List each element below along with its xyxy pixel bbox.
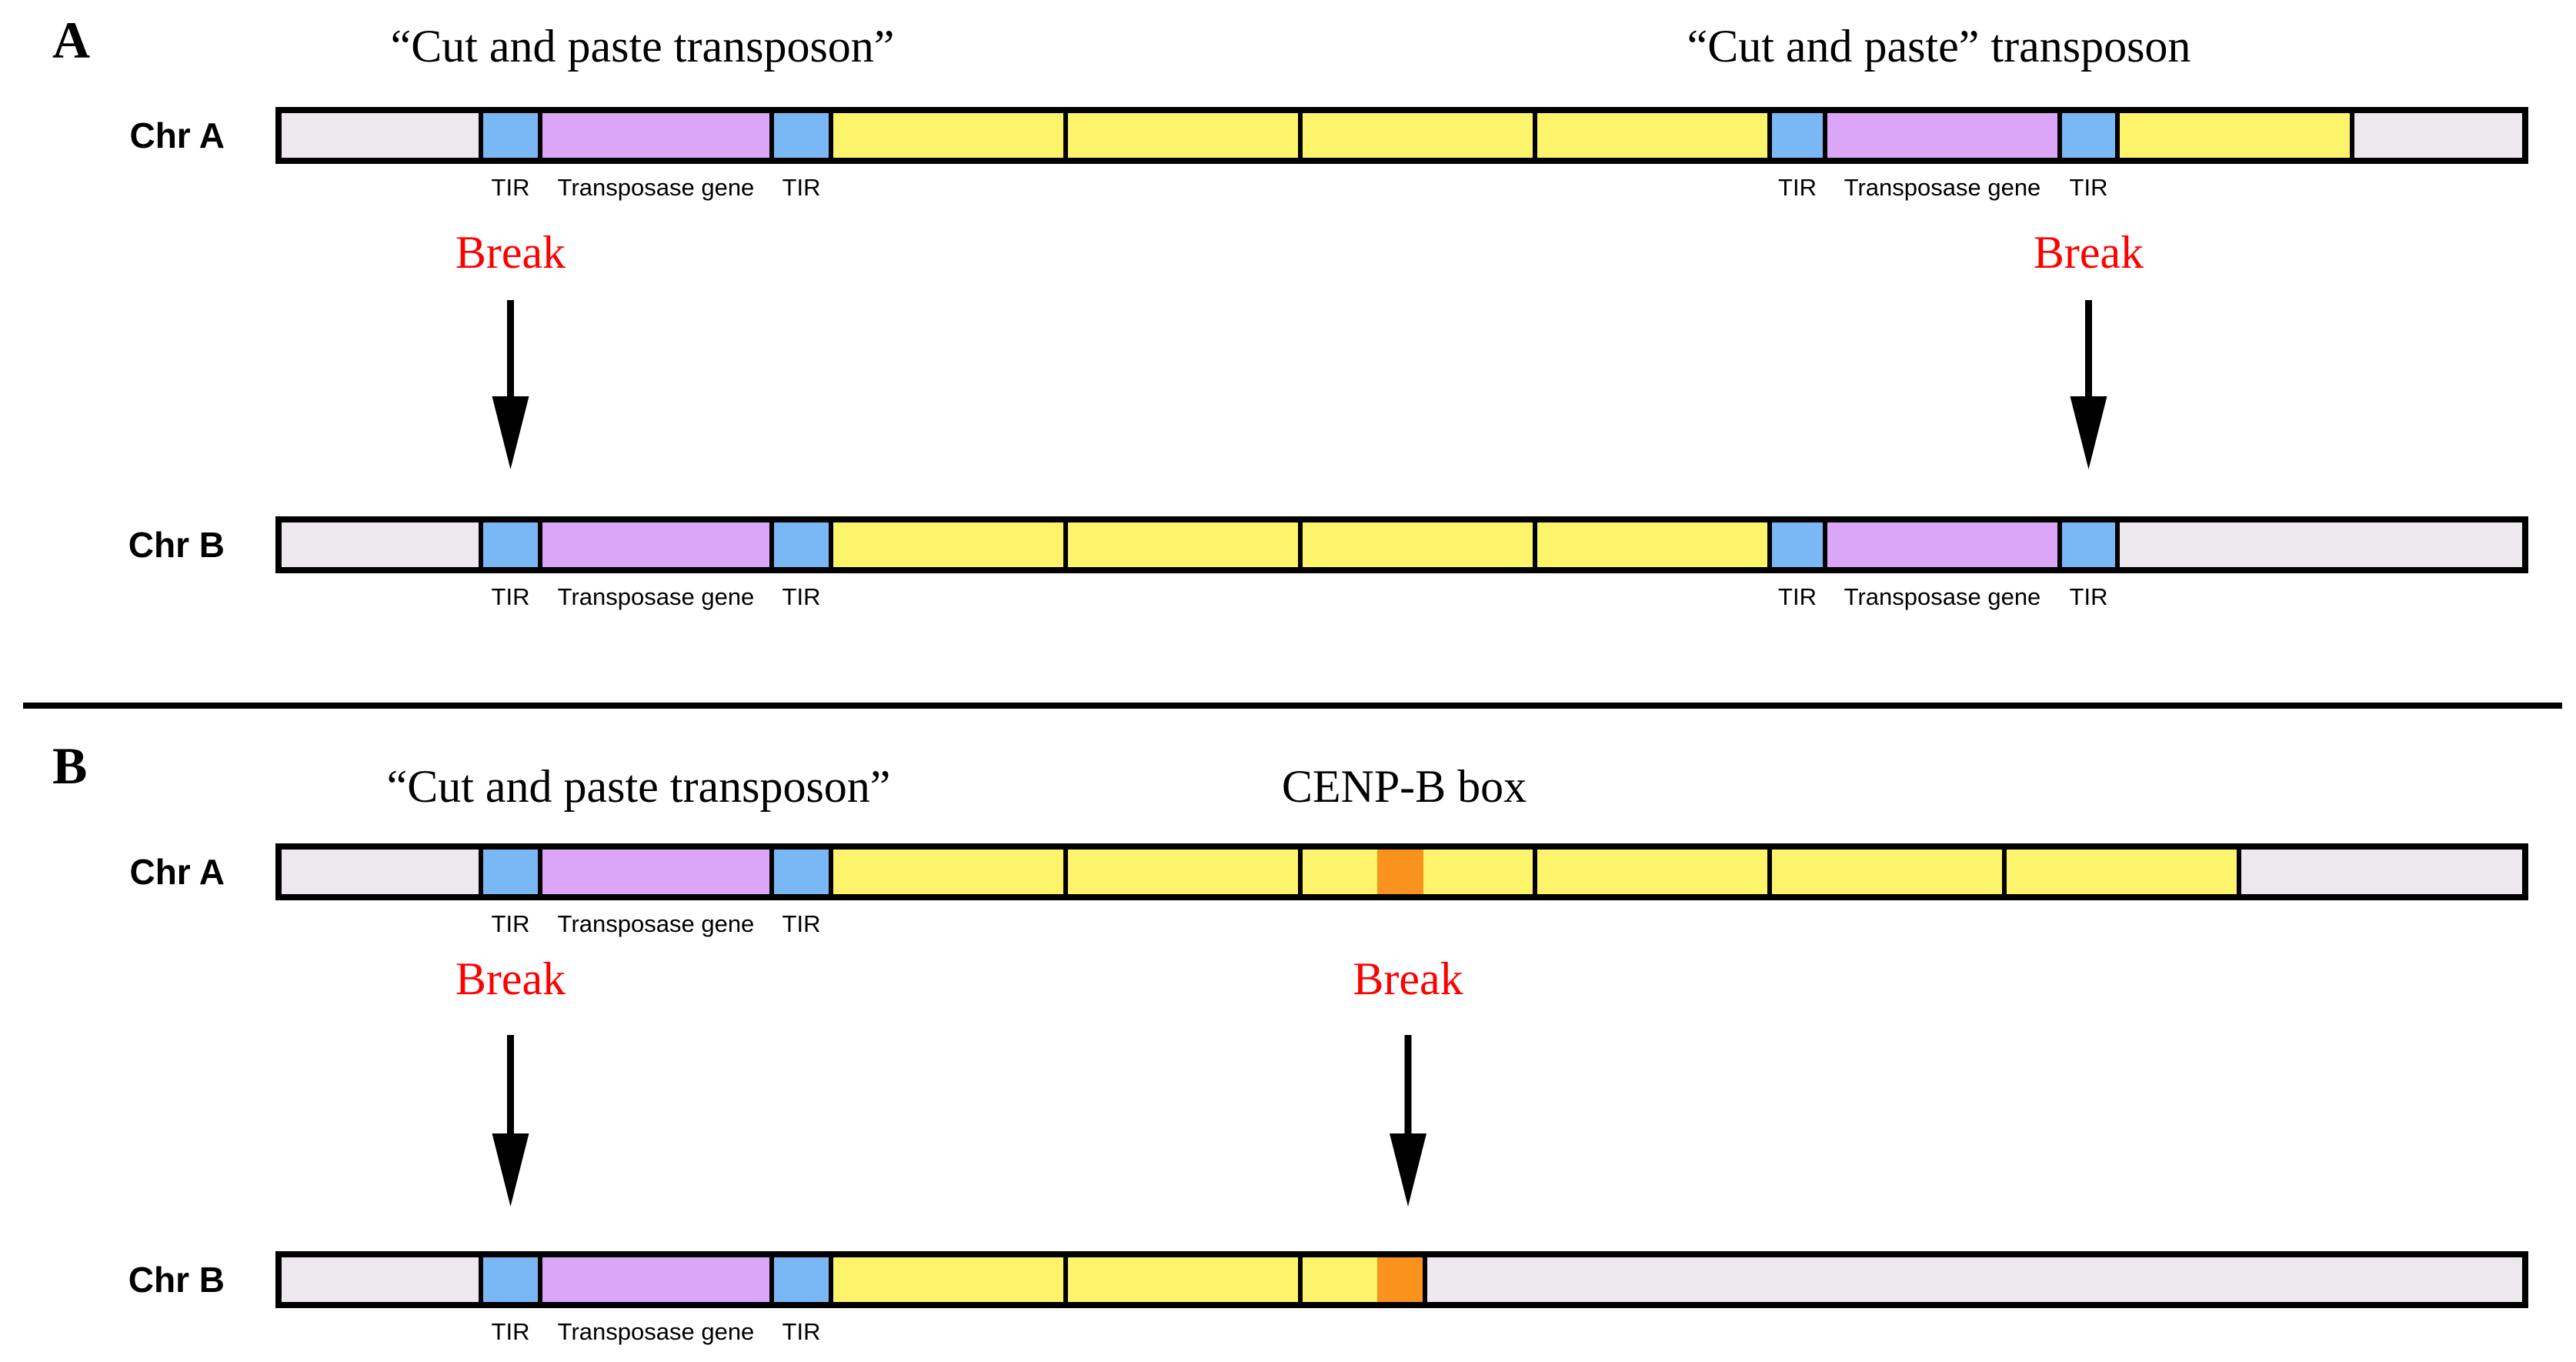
chromosome-outline (275, 1251, 2528, 1308)
cenp-b-box (1377, 849, 1423, 895)
segment-label: Transposase gene (558, 174, 755, 201)
segment-tir (479, 517, 542, 573)
cenp-b-box (1377, 1257, 1423, 1303)
segment-label: Transposase gene (558, 1318, 755, 1345)
segment-satellite (829, 1252, 1068, 1307)
segment-label: TIR (2070, 583, 2108, 610)
chromosome-label: Chr B (128, 1260, 225, 1300)
break-label: Break (2034, 227, 2144, 278)
panel-title: “Cut and paste” transposon (1687, 21, 2191, 72)
segment-flank (2237, 844, 2528, 900)
panel-letter: A (52, 11, 90, 69)
segment-tir (769, 844, 833, 900)
segment-label: Transposase gene (1844, 174, 2041, 201)
segment-flank (276, 844, 483, 900)
panel-title: “Cut and paste transposon” (391, 21, 895, 72)
segment-flank (2115, 517, 2528, 573)
segment-label: TIR (492, 583, 530, 610)
break-arrow-head (2070, 396, 2107, 469)
break-label: Break (1353, 953, 1463, 1004)
break-arrow-head (1390, 1133, 1426, 1207)
segment-tir (479, 108, 542, 163)
segment-label: TIR (2070, 174, 2108, 201)
segment-transposase (1823, 517, 2062, 573)
segment-transposase (538, 517, 774, 573)
segment-label: TIR (492, 910, 530, 937)
segment-tir (2057, 108, 2120, 163)
segment-satellite (1533, 844, 1772, 900)
break-label: Break (455, 227, 566, 278)
chromosome-label: Chr B (128, 525, 225, 565)
segment-label: TIR (782, 174, 821, 201)
segment-transposase (1823, 108, 2062, 163)
segment-label: TIR (782, 1318, 821, 1345)
segment-transposase (538, 1252, 774, 1307)
panel-letter: B (52, 736, 87, 795)
segment-satellite (829, 844, 1068, 900)
segment-transposase (538, 108, 774, 163)
panel-b: B “Cut and paste transposon” CENP-B boxChr… (52, 736, 2528, 1345)
segment-satellite (1063, 517, 1303, 573)
chromosome-chr-a: Chr A TIR Transposase gene TIR TIR Transposas… (129, 107, 2528, 201)
segment-satellite (829, 517, 1068, 573)
segment-satellite (2002, 844, 2241, 900)
segment-satellite (1298, 108, 1537, 163)
break-arrow-head (492, 1133, 529, 1207)
chromosome-chr-b: Chr B TIR Transposase gene TIR TIR Transposas… (128, 516, 2528, 610)
segment-satellite (1298, 517, 1537, 573)
chromosome-chr-a: Chr A TIR Transposase gene TIR (129, 843, 2528, 937)
segment-satellite (1767, 844, 2007, 900)
segment-satellite (1063, 108, 1303, 163)
chromosome-label: Chr A (129, 115, 225, 155)
segment-tir (1767, 517, 1827, 573)
chromosome-label: Chr A (129, 852, 225, 892)
segment-flank (276, 108, 483, 163)
segment-label: Transposase gene (1844, 583, 2041, 610)
segment-tir (479, 844, 542, 900)
segment-tir (2057, 517, 2120, 573)
segment-satellite (829, 108, 1068, 163)
segment-tir (769, 1252, 833, 1307)
segment-transposase (538, 844, 774, 900)
segment-satellite (1063, 1252, 1303, 1307)
segment-flank (1423, 1252, 2528, 1307)
break-marker: Break (2034, 227, 2144, 469)
chromosome-outline (275, 843, 2528, 900)
segment-label: Transposase gene (558, 583, 755, 610)
break-label: Break (455, 953, 566, 1004)
segment-label: TIR (1778, 583, 1817, 610)
break-marker: Break (455, 953, 566, 1207)
segment-tir (769, 517, 833, 573)
segment-satellite (1533, 517, 1772, 573)
segment-flank (276, 1252, 483, 1307)
segment-label: TIR (492, 1318, 530, 1345)
segment-tir (479, 1252, 542, 1307)
break-marker: Break (455, 227, 566, 469)
panel-a: A “Cut and paste transposon” “Cut and past… (52, 11, 2528, 610)
segment-label: Transposase gene (558, 910, 755, 937)
segment-flank (2350, 108, 2528, 163)
panel-title: “Cut and paste transposon” (387, 761, 891, 812)
break-marker: Break (1353, 953, 1463, 1207)
break-arrow-head (492, 396, 529, 469)
chromosome-outline (275, 107, 2528, 164)
panel-title: CENP-B box (1282, 761, 1527, 812)
segment-label: TIR (782, 583, 821, 610)
segment-label: TIR (782, 910, 821, 937)
chromosome-outline (275, 516, 2528, 573)
segment-satellite (1063, 844, 1303, 900)
segment-tir (1767, 108, 1827, 163)
segment-label: TIR (492, 174, 530, 201)
segment-flank (276, 517, 483, 573)
segment-satellite (2115, 108, 2354, 163)
chromosome-chr-b: Chr B TIR Transposase gene TIR (128, 1251, 2528, 1345)
segment-label: TIR (1778, 174, 1817, 201)
segment-satellite (1533, 108, 1772, 163)
segment-tir (769, 108, 833, 163)
